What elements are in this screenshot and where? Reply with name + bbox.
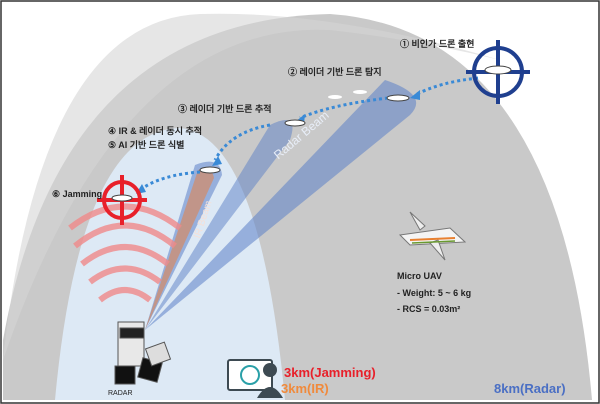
uav-rcs: - RCS = 0.03m²	[397, 304, 461, 314]
uav-weight: - Weight: 5 ~ 6 kg	[397, 288, 472, 298]
zone-highlight	[3, 13, 500, 360]
step-5-label: ⑤ AI 기반 드론 식별	[108, 140, 185, 150]
operator-console-icon	[227, 359, 283, 398]
uav-title: Micro UAV	[397, 271, 442, 281]
step-6-label: ⑥ Jamming	[52, 189, 103, 199]
radar-label: RADAR	[108, 390, 133, 397]
micro-uav-image	[398, 211, 467, 261]
step-2-label: ② 레이더 기반 드론 탐지	[288, 67, 382, 77]
ir-beam	[145, 169, 214, 330]
drone-icons	[111, 65, 512, 202]
jamming-range-label: 3km(Jamming)	[284, 365, 376, 380]
radar-range-label: 8km(Radar)	[494, 381, 566, 396]
ir-range-label: 3km(IR)	[281, 381, 329, 396]
step-3-label: ③ 레이더 기반 드론 추적	[178, 104, 272, 114]
radar-beam	[145, 80, 417, 330]
step-1-label: ① 비인가 드론 출현	[400, 39, 475, 49]
step-4-label: ④ IR & 레이더 동시 추적	[108, 126, 203, 136]
radar-icon	[114, 321, 172, 385]
jamming-waves	[68, 203, 182, 303]
